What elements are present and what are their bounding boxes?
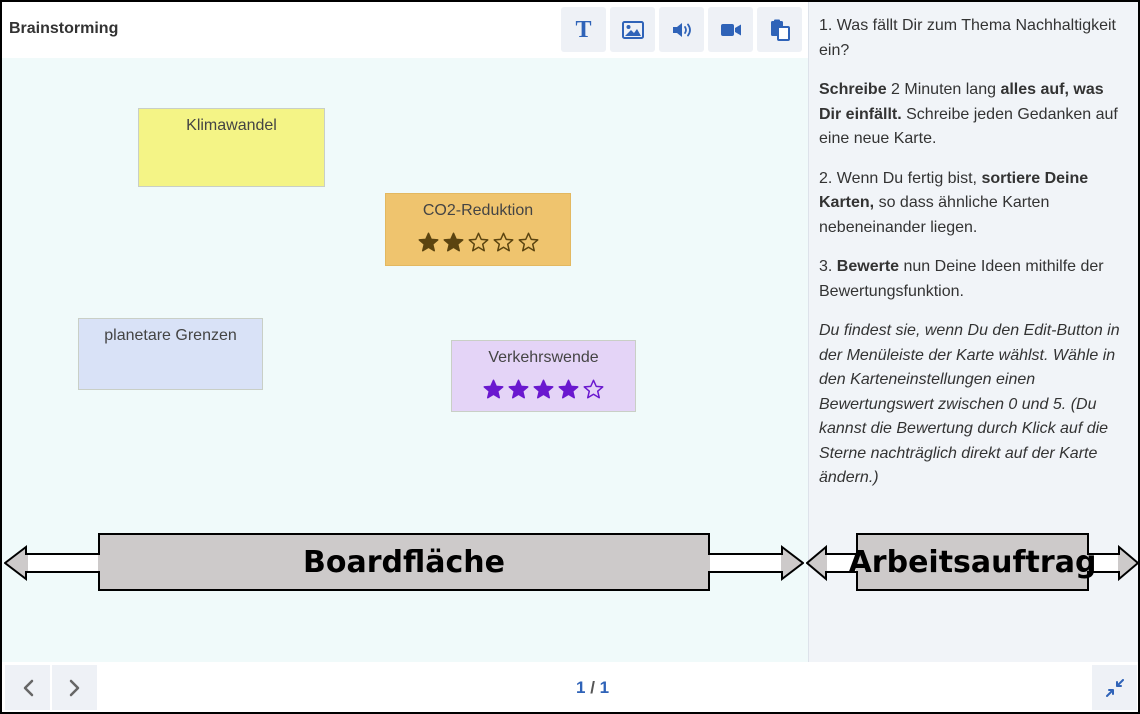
task-step-3: 3. Bewerte nun Deine Ideen mithilfe der … — [819, 258, 1104, 300]
board-title: Brainstorming — [9, 20, 119, 37]
card-title: Klimawandel — [186, 117, 277, 134]
star-filled-icon[interactable] — [418, 232, 439, 252]
current-page: 1 — [576, 678, 586, 697]
paste-icon — [770, 19, 790, 41]
double-arrow-icon — [4, 533, 804, 591]
star-filled-icon[interactable] — [443, 232, 464, 252]
board-header: Brainstorming T — [2, 2, 808, 58]
task-step-2: 2. Wenn Du fertig bist, sortiere Deine K… — [819, 169, 1089, 236]
next-page-button[interactable] — [52, 665, 97, 710]
speaker-icon — [672, 22, 691, 37]
annotation-task-arrow: Arbeitsauftrag — [806, 532, 1138, 594]
annotation-board-arrow: Boardfläche — [4, 532, 804, 594]
minimize-button[interactable] — [1092, 665, 1137, 710]
previous-page-button[interactable] — [5, 665, 50, 710]
star-filled-icon[interactable] — [533, 379, 554, 399]
star-filled-icon[interactable] — [558, 379, 579, 399]
footer-bar: 1 / 1 — [2, 662, 1138, 712]
page-indicator: 1 / 1 — [576, 678, 609, 698]
board-toolbar: T — [561, 7, 802, 52]
task-hint: Du findest sie, wenn Du den Edit-Button … — [819, 322, 1120, 486]
star-rating[interactable] — [386, 232, 570, 252]
image-tool-button[interactable] — [610, 7, 655, 52]
star-outline-icon[interactable] — [468, 232, 489, 252]
star-outline-icon[interactable] — [493, 232, 514, 252]
star-filled-icon[interactable] — [483, 379, 504, 399]
paste-tool-button[interactable] — [757, 7, 802, 52]
annotation-board-label: Boardfläche — [303, 544, 505, 580]
task-step-1: Schreibe 2 Minuten lang alles auf, was D… — [819, 81, 1118, 147]
card-co2-reduktion[interactable]: CO2-Reduktion — [385, 193, 571, 266]
card-planetare-grenzen[interactable]: planetare Grenzen — [78, 318, 263, 390]
star-outline-icon[interactable] — [583, 379, 604, 399]
total-pages: 1 — [599, 678, 610, 697]
page-separator: / — [585, 678, 600, 697]
video-camera-icon — [720, 23, 741, 36]
annotation-task-label: Arbeitsauftrag — [848, 544, 1097, 580]
star-outline-icon[interactable] — [518, 232, 539, 252]
task-question: 1. Was fällt Dir zum Thema Nachhaltigkei… — [819, 17, 1116, 59]
star-rating[interactable] — [452, 379, 635, 399]
card-title: CO2-Reduktion — [422, 202, 534, 219]
text-icon: T — [575, 16, 592, 43]
card-title: Verkehrswende — [488, 349, 599, 366]
video-tool-button[interactable] — [708, 7, 753, 52]
chevron-right-icon — [69, 679, 79, 696]
task-text: 1. Was fällt Dir zum Thema Nachhaltigkei… — [809, 2, 1138, 491]
image-icon — [621, 20, 644, 39]
card-verkehrswende[interactable]: Verkehrswende — [451, 340, 636, 412]
text-tool-button[interactable]: T — [561, 7, 606, 52]
collapse-arrows-icon — [1105, 678, 1124, 697]
audio-tool-button[interactable] — [659, 7, 704, 52]
chevron-left-icon — [23, 679, 33, 696]
card-klimawandel[interactable]: Klimawandel — [138, 108, 325, 187]
double-arrow-icon — [806, 533, 1138, 591]
star-filled-icon[interactable] — [508, 379, 529, 399]
card-title: planetare Grenzen — [104, 327, 237, 344]
